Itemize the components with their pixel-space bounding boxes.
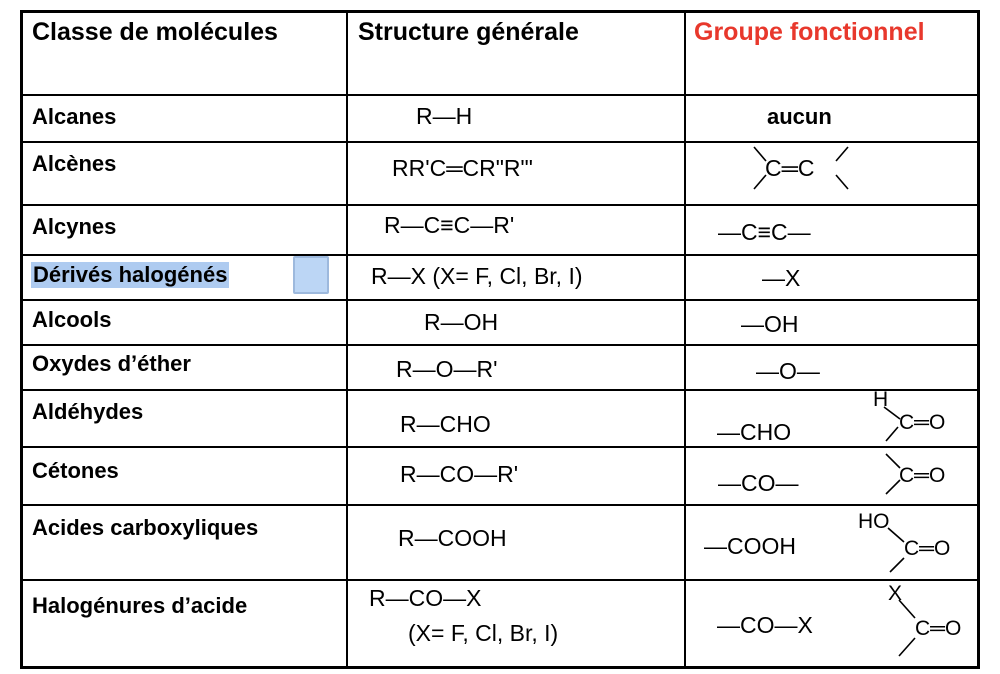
header-classe: Classe de molécules bbox=[32, 18, 278, 46]
structure-formula: R—CO—R' bbox=[400, 461, 519, 487]
class-name: Alcènes bbox=[32, 151, 117, 176]
acyl-halide-bonds-icon bbox=[898, 599, 916, 657]
structure-formula: R—O—R' bbox=[396, 356, 498, 382]
class-name: Acides carboxyliques bbox=[32, 515, 259, 540]
functional-group: —COOH bbox=[704, 533, 796, 559]
functional-group: —CO— bbox=[718, 470, 799, 496]
structure-note: (X= F, Cl, Br, I) bbox=[408, 620, 559, 646]
class-name: Cétones bbox=[32, 458, 119, 483]
structure-formula: R—CHO bbox=[400, 411, 491, 437]
functional-group: C═C bbox=[765, 155, 815, 181]
class-name: Alcynes bbox=[32, 214, 117, 239]
class-name: Oxydes d’éther bbox=[32, 351, 191, 376]
functional-group: —C≡C— bbox=[718, 219, 811, 245]
class-name: Alcanes bbox=[32, 104, 117, 129]
drawn-co: C═O bbox=[899, 411, 946, 434]
class-name: Aldéhydes bbox=[32, 399, 144, 424]
drawn-ho: HO bbox=[858, 510, 890, 533]
drawn-co: C═O bbox=[899, 464, 946, 487]
ketone-bonds-icon bbox=[885, 453, 901, 495]
structure-formula: R—CO—X bbox=[369, 585, 482, 611]
functional-group: aucun bbox=[767, 104, 832, 129]
functional-group: —O— bbox=[756, 358, 820, 384]
drawn-h: H bbox=[873, 388, 889, 411]
structure-formula: R—X (X= F, Cl, Br, I) bbox=[371, 263, 583, 289]
alkene-group-icon bbox=[753, 146, 849, 190]
functional-group: —OH bbox=[741, 311, 799, 337]
class-name-selected[interactable]: Dérivés halogénés bbox=[31, 262, 230, 288]
drawn-co: C═O bbox=[915, 617, 962, 640]
class-name: Halogénures d’acide bbox=[32, 593, 248, 618]
selection-handle[interactable] bbox=[293, 256, 329, 294]
structure-formula: R—OH bbox=[424, 309, 499, 335]
functional-group: —CHO bbox=[717, 419, 792, 445]
aldehyde-bonds-icon bbox=[883, 406, 901, 442]
drawn-co: C═O bbox=[904, 537, 951, 560]
class-name: Alcools bbox=[32, 307, 112, 332]
drawn-x: X bbox=[888, 582, 903, 605]
table-grid bbox=[20, 10, 980, 669]
acid-bonds-icon bbox=[887, 527, 905, 573]
structure-formula: R—C≡C—R' bbox=[384, 212, 515, 238]
functional-group: —X bbox=[762, 265, 801, 291]
structure-formula: R—COOH bbox=[398, 525, 507, 551]
structure-formula: R—H bbox=[416, 103, 473, 129]
header-structure: Structure générale bbox=[358, 18, 579, 46]
structure-formula: RR'C═CR"R"' bbox=[392, 155, 534, 181]
header-groupe: Groupe fonctionnel bbox=[694, 18, 925, 46]
functional-group: —CO—X bbox=[717, 612, 813, 638]
